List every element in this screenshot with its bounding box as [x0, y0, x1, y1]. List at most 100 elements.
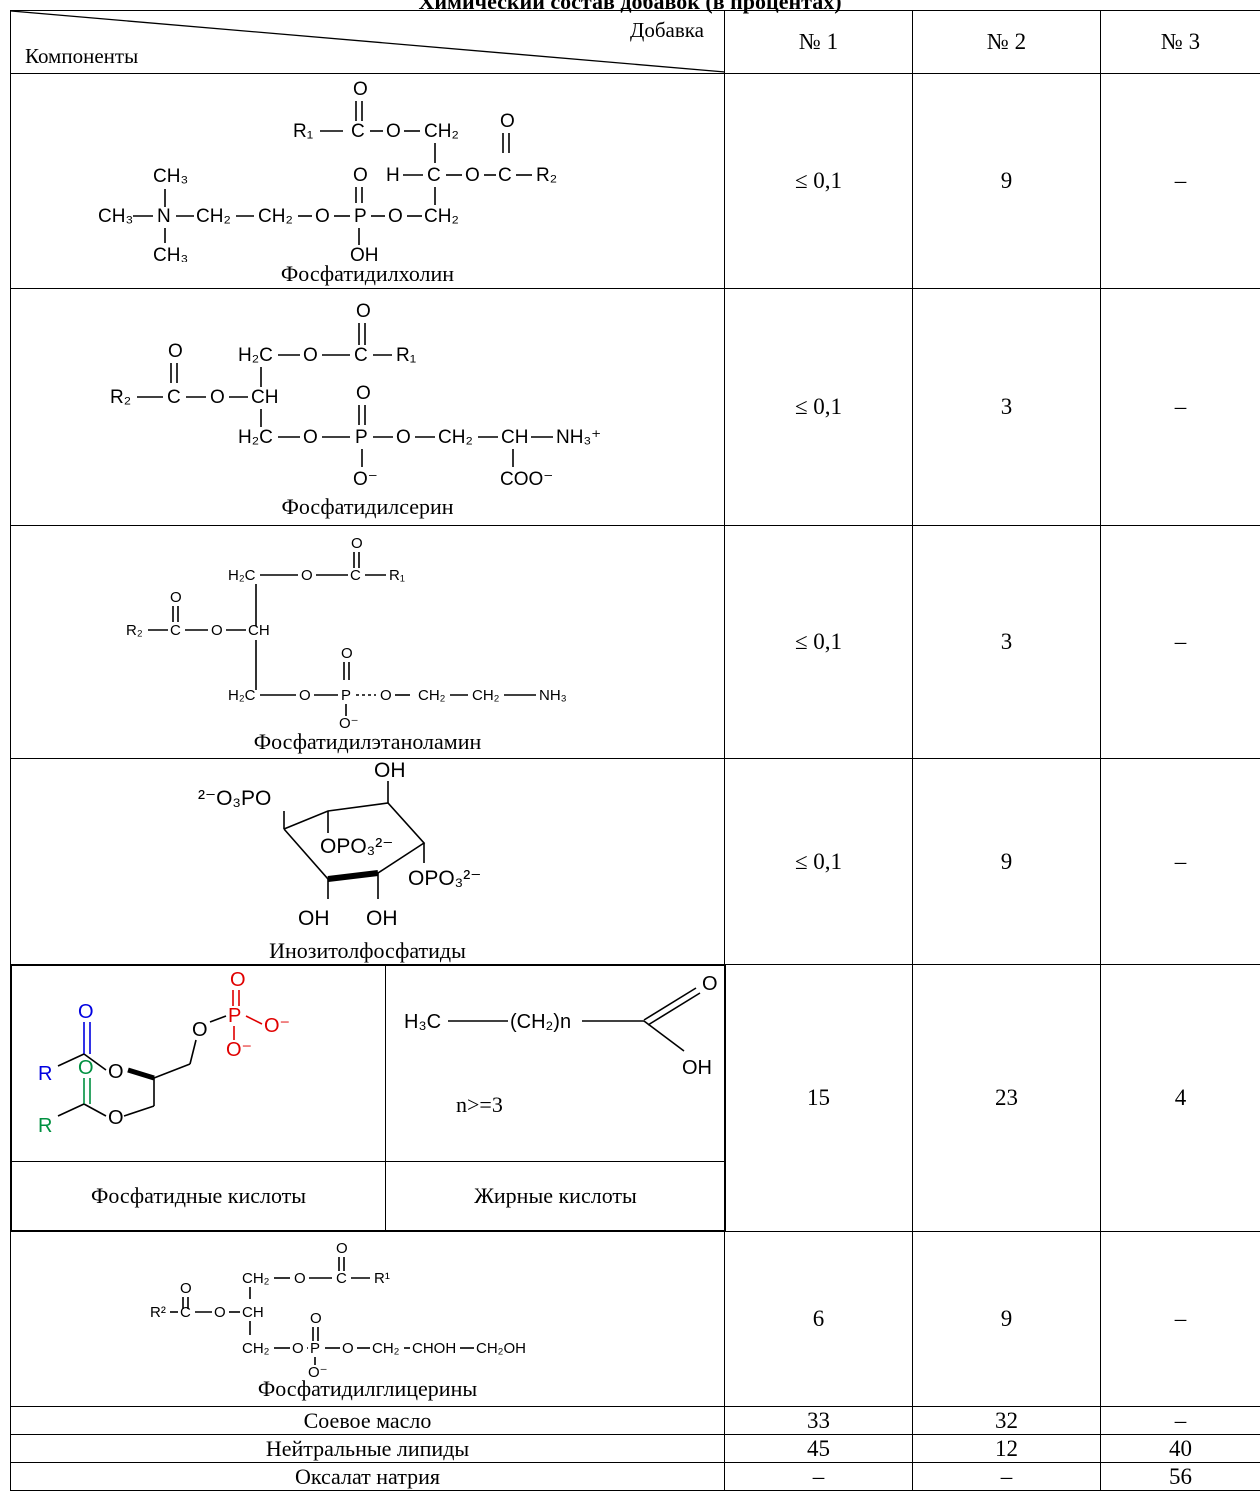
svg-text:R₂: R₂ — [536, 165, 557, 186]
phosphatidylethanolamine-structure-icon: O H₂C O C R₁ O R₂ C O CH O H₂C O P O — [108, 530, 628, 730]
svg-text:O: O — [210, 387, 225, 408]
n-condition: n>=3 — [456, 1092, 503, 1117]
svg-text:O: O — [388, 206, 403, 227]
component-cell: O H₂C O C R₁ O R₂ C O CH O H₂C O P O — [11, 526, 725, 759]
svg-text:C: C — [336, 1270, 347, 1287]
svg-text:O: O — [170, 589, 182, 606]
svg-text:O: O — [342, 1340, 354, 1357]
value-cell: 56 — [1101, 1463, 1260, 1491]
svg-text:OH: OH — [350, 245, 379, 262]
svg-text:R¹: R¹ — [374, 1270, 390, 1287]
svg-text:P: P — [310, 1340, 320, 1357]
svg-text:OPO₃²⁻: OPO₃²⁻ — [320, 835, 393, 858]
svg-text:CH₂: CH₂ — [258, 206, 293, 227]
svg-text:O: O — [341, 645, 353, 662]
value-cell: 23 — [913, 965, 1101, 1232]
additive-label: Добавка — [630, 18, 704, 43]
svg-text:R: R — [38, 1063, 52, 1085]
component-cell: O P O⁻ O⁻ O — [11, 965, 725, 1232]
value-cell: – — [1101, 759, 1260, 965]
svg-text:P: P — [341, 687, 351, 704]
svg-text:C: C — [354, 345, 368, 366]
value-cell: – — [1101, 74, 1260, 289]
column-header-3: № 3 — [1101, 11, 1260, 74]
svg-text:O: O — [500, 111, 515, 132]
svg-text:R: R — [38, 1115, 52, 1137]
svg-text:CH₂: CH₂ — [418, 687, 446, 704]
svg-text:O: O — [310, 1310, 322, 1327]
svg-text:C: C — [170, 622, 181, 639]
component-name: Фосфатидилсерин — [11, 495, 724, 519]
svg-text:O: O — [386, 121, 401, 142]
component-cell: O H₂C O C R₁ O R₂ C O CH O H₂C O P O — [11, 289, 725, 526]
table-row: Соевое масло 33 32 – — [11, 1407, 1260, 1435]
value-cell: ≤ 0,1 — [725, 526, 913, 759]
svg-text:O: O — [168, 341, 183, 362]
component-name: Фосфатидные кислоты — [12, 1162, 386, 1231]
value-cell: ≤ 0,1 — [725, 74, 913, 289]
svg-text:OH: OH — [682, 1057, 712, 1079]
table-row: Оксалат натрия – – 56 — [11, 1463, 1260, 1491]
value-cell: 32 — [913, 1407, 1101, 1435]
value-cell: – — [1101, 1232, 1260, 1407]
svg-text:R₁: R₁ — [389, 567, 405, 584]
component-cell: O CH₂ O C R¹ O R² C O CH O CH₂ O P O — [11, 1232, 725, 1407]
table-row: O R₁ C O CH₂ O H C O C R₂ CH₃ CH₃ N CH₂ — [11, 74, 1260, 289]
value-cell: – — [913, 1463, 1101, 1491]
value-cell: 9 — [913, 759, 1101, 965]
header-diagonal-cell: Добавка Компоненты — [11, 11, 725, 74]
components-label: Компоненты — [25, 44, 138, 69]
svg-text:CH₃: CH₃ — [153, 245, 188, 262]
column-header-1: № 1 — [725, 11, 913, 74]
svg-text:R₁: R₁ — [293, 121, 313, 142]
value-cell: 9 — [913, 1232, 1101, 1407]
svg-text:CH₂OH: CH₂OH — [476, 1340, 526, 1357]
table-row: O CH₂ O C R¹ O R² C O CH O CH₂ O P O — [11, 1232, 1260, 1407]
svg-text:C: C — [350, 567, 361, 584]
svg-text:OH: OH — [366, 907, 398, 930]
component-name: Фосфатидилхолин — [11, 262, 724, 286]
svg-text:O: O — [108, 1061, 124, 1083]
svg-text:O: O — [214, 1304, 226, 1321]
svg-text:O: O — [351, 535, 363, 552]
svg-text:CH₃: CH₃ — [153, 166, 188, 187]
svg-text:CHOH: CHOH — [412, 1340, 456, 1357]
svg-text:CH: CH — [242, 1304, 264, 1321]
svg-text:C: C — [427, 165, 441, 186]
value-cell: – — [725, 1463, 913, 1491]
svg-text:O: O — [303, 427, 318, 448]
svg-text:OPO₃²⁻: OPO₃²⁻ — [408, 867, 481, 890]
svg-text:NH₃⁺: NH₃⁺ — [556, 427, 601, 448]
svg-text:P: P — [228, 1005, 241, 1027]
svg-text:R²: R² — [150, 1304, 166, 1321]
svg-text:O: O — [180, 1280, 192, 1297]
value-cell: 6 — [725, 1232, 913, 1407]
header-row: Добавка Компоненты № 1 № 2 № 3 — [11, 11, 1260, 74]
svg-text:CH: CH — [248, 622, 270, 639]
svg-text:CH₃: CH₃ — [98, 206, 133, 227]
svg-text:CH₂: CH₂ — [242, 1340, 270, 1357]
svg-text:O: O — [230, 969, 246, 991]
svg-text:P: P — [354, 206, 367, 227]
component-name: Жирные кислоты — [386, 1162, 726, 1231]
column-header-2: № 2 — [913, 11, 1101, 74]
svg-text:C: C — [351, 121, 365, 142]
svg-text:P: P — [355, 427, 368, 448]
svg-text:CH₂: CH₂ — [242, 1270, 270, 1287]
value-cell: 3 — [913, 526, 1101, 759]
svg-text:R₂: R₂ — [110, 387, 131, 408]
table-row: Нейтральные липиды 45 12 40 — [11, 1435, 1260, 1463]
svg-text:O: O — [78, 1057, 94, 1079]
svg-text:O: O — [465, 165, 480, 186]
inositol-phosphatide-structure-icon: OH ²⁻O₃PO OPO₃²⁻ OPO₃²⁻ OH OH — [198, 761, 538, 939]
svg-text:C: C — [180, 1304, 191, 1321]
svg-text:O: O — [292, 1340, 304, 1357]
svg-text:H: H — [386, 165, 400, 186]
svg-text:COO⁻: COO⁻ — [500, 469, 553, 490]
sub-table: O P O⁻ O⁻ O — [11, 965, 726, 1231]
svg-text:CH₂: CH₂ — [472, 687, 500, 704]
svg-text:O⁻: O⁻ — [339, 715, 359, 730]
svg-text:H₂C: H₂C — [238, 345, 273, 366]
value-cell: 33 — [725, 1407, 913, 1435]
svg-text:O: O — [192, 1019, 208, 1041]
